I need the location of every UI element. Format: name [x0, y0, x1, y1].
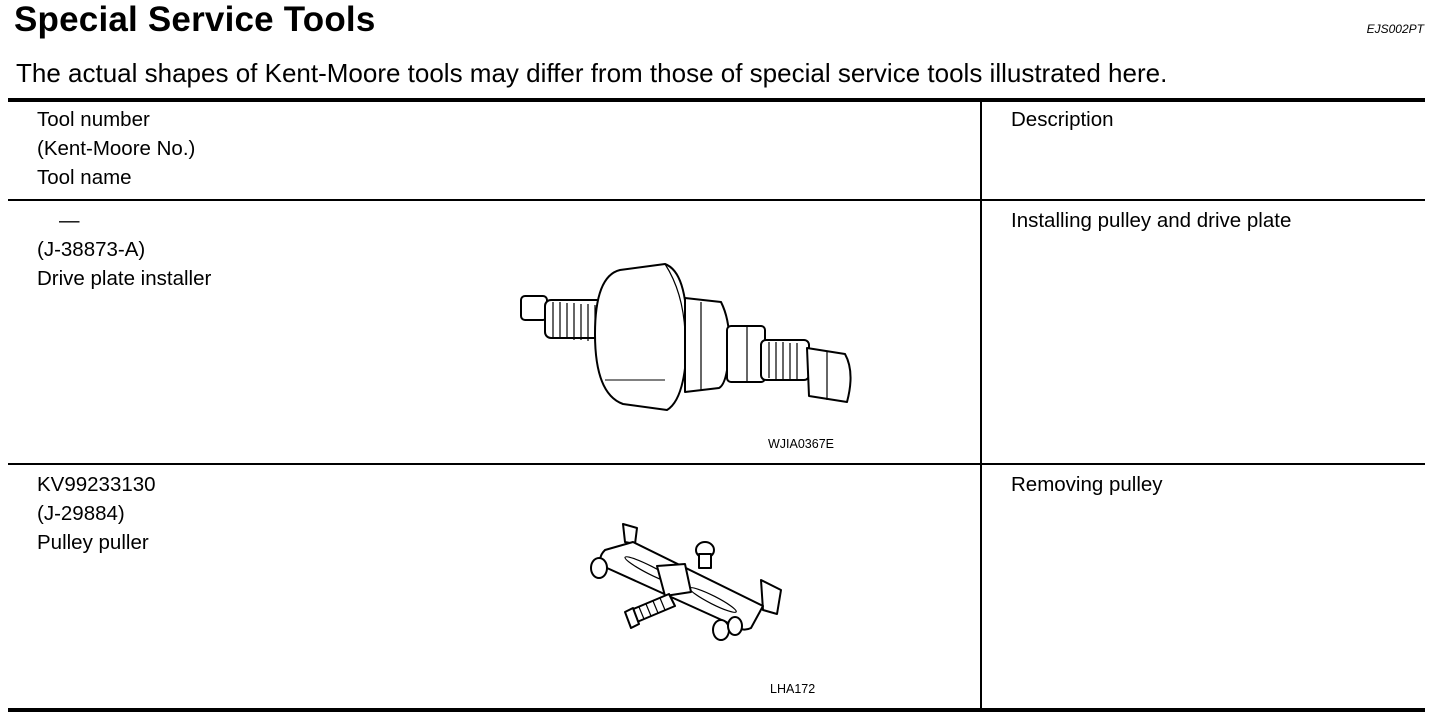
tool-column-header: Tool number (Kent-Moore No.) Tool name	[37, 105, 195, 192]
header-bottom-rule	[8, 199, 1425, 201]
table-bottom-rule	[8, 708, 1425, 712]
tool-number: KV99233130	[37, 473, 156, 496]
description-cell: Installing pulley and drive plate	[1011, 209, 1292, 232]
kent-moore-header: (Kent-Moore No.)	[37, 137, 196, 160]
tool-number-header: Tool number	[37, 108, 150, 131]
tool-cell: KV99233130 (J-29884) Pulley puller	[37, 470, 156, 557]
illustration-code: LHA172	[770, 682, 816, 696]
tool-name: Pulley puller	[37, 531, 149, 554]
document-id: EJS002PT	[1366, 22, 1424, 36]
description-column-header: Description	[1011, 108, 1114, 131]
row-divider-rule	[8, 463, 1425, 465]
tool-name: Drive plate installer	[37, 267, 212, 290]
description-cell: Removing pulley	[1011, 473, 1163, 496]
kent-moore-number: (J-38873-A)	[37, 238, 146, 261]
pulley-puller-illustration	[590, 523, 782, 641]
tool-cell: — (J-38873-A) Drive plate installer	[37, 206, 211, 293]
tool-number: —	[59, 209, 80, 232]
page-subtitle: The actual shapes of Kent-Moore tools ma…	[16, 58, 1168, 88]
drive-plate-installer-illustration	[520, 263, 852, 411]
page-title: Special Service Tools	[14, 0, 376, 39]
column-divider	[980, 100, 982, 710]
kent-moore-number: (J-29884)	[37, 502, 125, 525]
illustration-code: WJIA0367E	[768, 437, 835, 451]
tool-name-header: Tool name	[37, 166, 132, 189]
table-top-rule	[8, 98, 1425, 102]
